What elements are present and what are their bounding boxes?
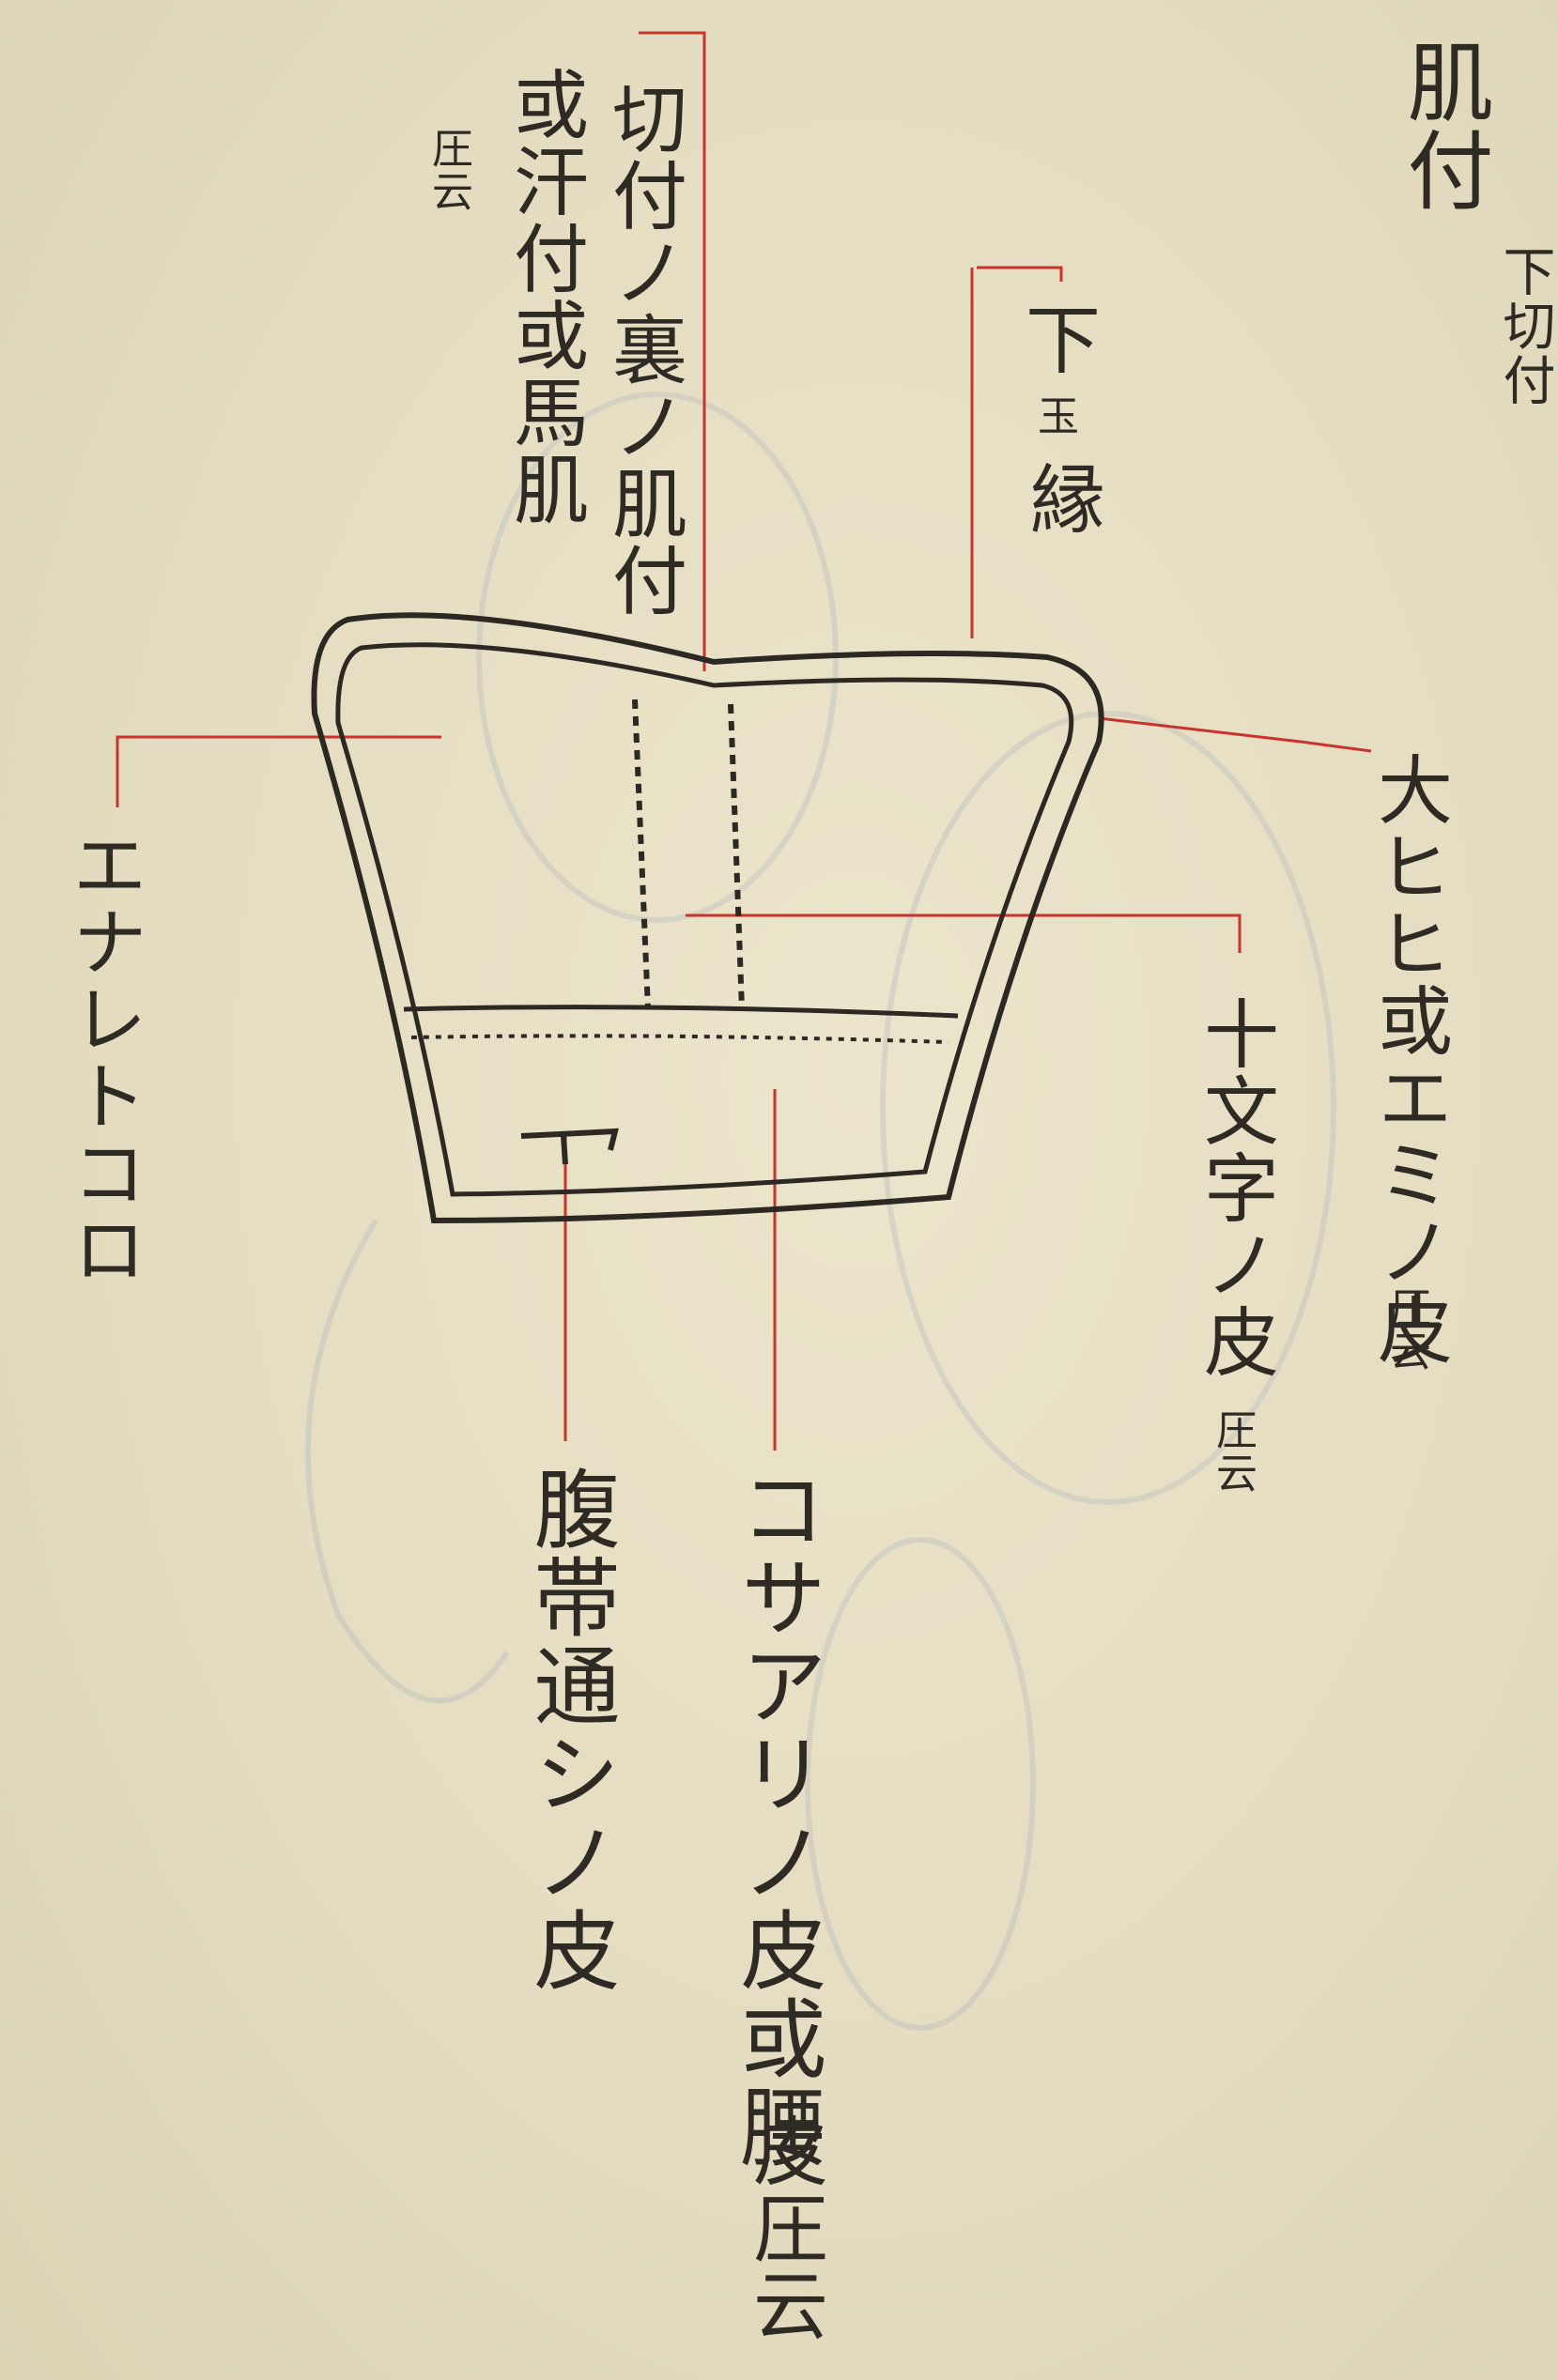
stitch-line-left	[632, 699, 651, 1010]
label-harao-toshi: 腹帯通シノ皮	[519, 1465, 620, 1994]
label-buchi: 縁	[1018, 460, 1105, 537]
title-main: 肌付	[1393, 38, 1493, 214]
label-kiritsuke-ura: 切付ノ裏ノ肌付	[600, 80, 687, 619]
label-ohihi-suffix: 圧云	[1382, 1286, 1430, 1373]
leader-enari	[116, 735, 441, 807]
saddle-inner-outline	[335, 642, 1074, 1197]
band-line-hatched	[410, 1034, 949, 1044]
leader-ohihi	[1098, 716, 1372, 753]
label-ohihi: 大ヒヒ或エミノ皮	[1365, 751, 1453, 1367]
leader-kiritsuke	[639, 31, 706, 671]
label-ase-tsuke-suffix: 圧云	[424, 127, 472, 213]
leader-jumonji	[686, 914, 1242, 953]
label-kosagari-line2: 皮圧云	[741, 2112, 828, 2343]
label-jumonji-suffix: 圧云	[1209, 1408, 1257, 1495]
label-enari-tokoro: エナレトコロ	[60, 826, 147, 1288]
label-tama: 玉	[1030, 394, 1078, 438]
stitch-line-right	[728, 703, 745, 1010]
band-line-top	[403, 1005, 959, 1019]
title-sub: 下切付	[1494, 244, 1555, 407]
label-shita: 下	[1013, 300, 1101, 377]
leader-shitatama	[970, 266, 1063, 638]
label-kosagari: コサアリノ皮或腰	[726, 1465, 826, 2171]
slot-bar	[520, 1128, 619, 1165]
red-leader-lines	[116, 31, 1372, 1451]
label-ase-tsuke: 或汗付或馬肌	[501, 66, 589, 528]
saddle-outer-outline	[311, 612, 1104, 1224]
label-jumonji: 十文字ノ皮	[1192, 995, 1279, 1380]
